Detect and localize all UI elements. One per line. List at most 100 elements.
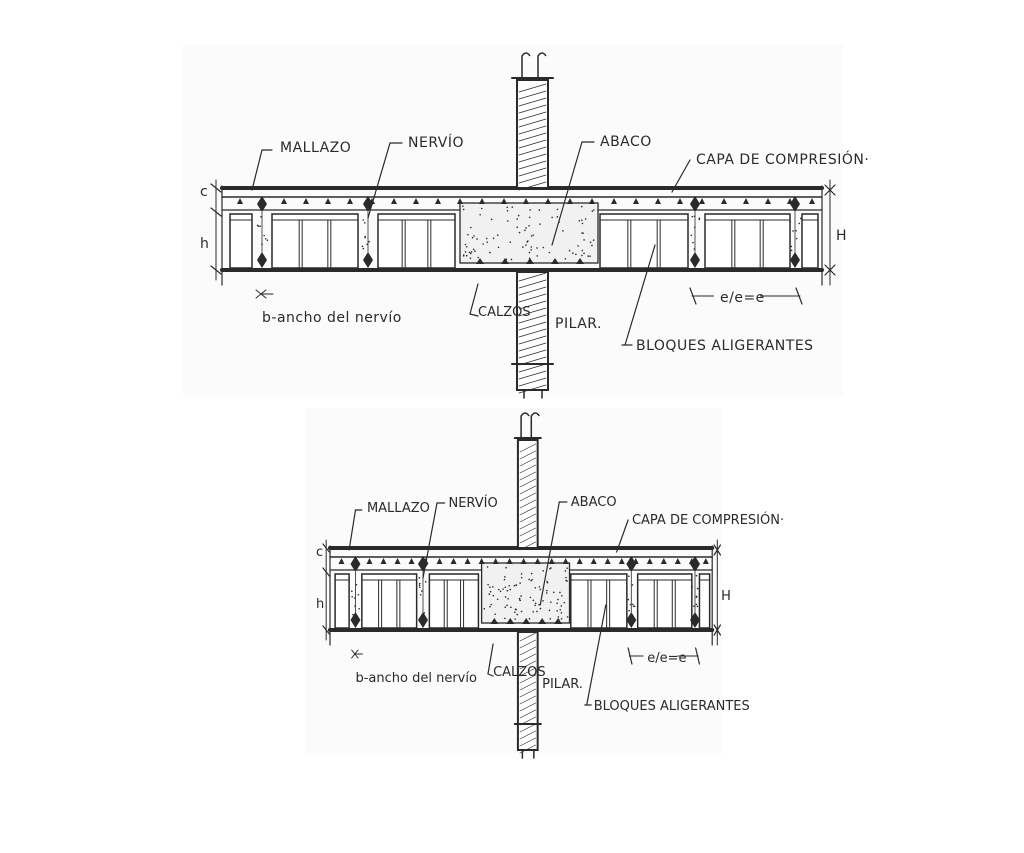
abaco-stipple: [565, 258, 567, 260]
abaco-stipple: [473, 248, 475, 250]
rib-stipple: [796, 238, 798, 240]
abaco-stipple: [509, 589, 511, 591]
rib-stipple: [257, 225, 259, 227]
abaco-stipple: [525, 227, 527, 229]
rib-stipple: [634, 605, 636, 607]
block-outline: [802, 214, 818, 268]
rib-stipple: [791, 250, 793, 252]
abaco-stipple: [581, 206, 583, 208]
rib-stipple: [425, 581, 427, 583]
abaco-stipple: [520, 595, 522, 597]
abaco-stipple: [502, 588, 504, 590]
abaco-stipple: [511, 206, 513, 208]
abaco-stipple: [551, 217, 553, 219]
abaco-stipple: [519, 232, 521, 234]
abaco-stipple: [466, 255, 468, 257]
abaco-stipple: [556, 610, 558, 612]
rib-stipple: [421, 590, 423, 592]
abaco-stipple: [465, 251, 467, 253]
rib-stipple: [694, 216, 696, 218]
abaco-stipple: [505, 596, 507, 598]
abaco-stipple: [550, 601, 552, 603]
rib-stipple: [368, 241, 370, 243]
abaco-stipple: [536, 247, 538, 249]
rib-stipple: [697, 588, 699, 590]
abaco-stipple: [465, 244, 467, 246]
abaco-stipple: [543, 247, 545, 249]
abaco-stipple: [536, 255, 538, 257]
abaco-stipple: [490, 604, 492, 606]
block-outline: [429, 574, 478, 628]
abaco-stipple: [487, 584, 489, 586]
abaco-stipple: [532, 234, 534, 236]
rib-stipple: [419, 583, 421, 585]
rib-stipple: [694, 227, 696, 229]
rib-stipple: [691, 235, 693, 237]
dim-label-c: c: [200, 184, 208, 200]
abaco-stipple: [489, 252, 491, 254]
abaco-stipple: [531, 573, 533, 575]
abaco-stipple: [589, 255, 591, 257]
abaco-stipple: [467, 234, 469, 236]
abaco-stipple: [561, 595, 563, 597]
dim-label-H: H: [836, 228, 847, 244]
abaco-stipple: [462, 205, 464, 207]
rib-stipple: [628, 575, 630, 577]
abaco-stipple: [515, 609, 517, 611]
rib-stipple: [790, 246, 792, 248]
abaco-stipple: [476, 238, 478, 240]
abaco-stipple: [590, 242, 592, 244]
rib-stipple: [362, 246, 364, 248]
abaco-stipple: [497, 234, 499, 236]
abaco-stipple: [474, 250, 476, 252]
abaco-stipple: [504, 579, 506, 581]
rib-stipple: [696, 575, 698, 577]
rib-stipple: [352, 614, 354, 616]
abaco-stipple: [565, 570, 567, 572]
label-ancho-nervio: b-ancho del nervío: [262, 310, 402, 326]
column-lower: [518, 632, 538, 750]
rib-stipple: [420, 594, 422, 596]
abaco-stipple: [469, 252, 471, 254]
abaco-stipple: [550, 618, 552, 620]
block-outline: [362, 574, 417, 628]
abaco-stipple: [549, 610, 551, 612]
label-capa-compresion: CAPA DE COMPRESIÓN·: [632, 512, 784, 528]
rib-stipple: [267, 239, 269, 241]
abaco-stipple: [591, 245, 593, 247]
dim-label-c: c: [316, 545, 323, 560]
lightening-block: [699, 574, 709, 628]
abaco-stipple: [521, 573, 523, 575]
abaco-stipple: [466, 246, 468, 248]
rib-stipple: [699, 217, 701, 219]
block-outline: [705, 214, 790, 268]
abaco-stipple: [492, 586, 494, 588]
abaco-stipple: [585, 218, 587, 220]
rib-stipple: [419, 584, 421, 586]
lightening-block: [335, 574, 349, 628]
rib-stipple: [419, 586, 421, 588]
abaco-stipple: [497, 598, 499, 600]
abaco-stipple: [471, 251, 473, 253]
abaco-stipple: [483, 608, 485, 610]
abaco-stipple: [490, 591, 492, 593]
abaco-stipple: [561, 605, 563, 607]
block-outline: [638, 574, 692, 628]
label-spacing: e/e=e: [647, 651, 686, 666]
rib-stipple: [696, 604, 698, 606]
abaco-stipple: [577, 245, 579, 247]
abaco-stipple: [561, 618, 563, 620]
abaco-stipple: [557, 209, 559, 211]
abaco-stipple: [558, 616, 560, 618]
abaco-stipple: [583, 253, 585, 255]
rib-stipple: [697, 606, 699, 608]
label-abaco: ABACO: [600, 134, 652, 150]
abaco-stipple: [514, 618, 516, 620]
abaco-stipple: [519, 582, 521, 584]
abaco-stipple: [500, 590, 502, 592]
rib-stipple: [351, 596, 353, 598]
rib-stipple: [424, 612, 426, 614]
abaco-stipple: [532, 611, 534, 613]
abaco-stipple: [546, 590, 548, 592]
abaco-stipple: [487, 566, 489, 568]
